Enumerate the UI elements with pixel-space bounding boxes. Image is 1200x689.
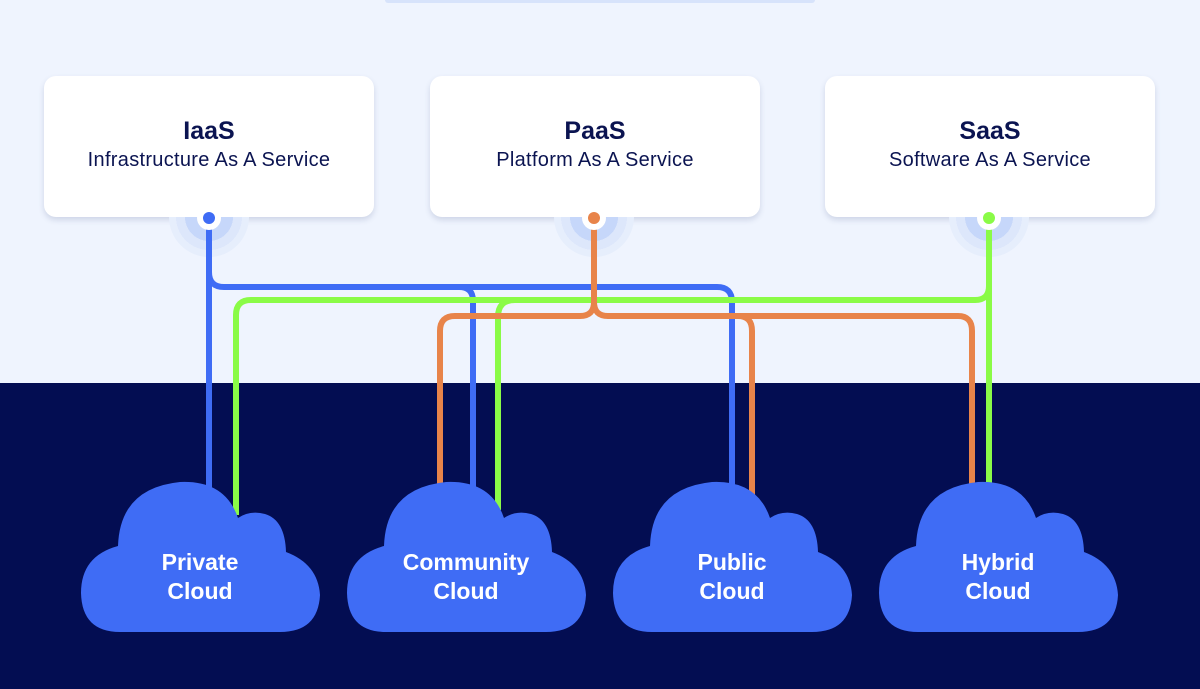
service-full-name: Software As A Service	[889, 149, 1091, 171]
cloud-label-line1: Community	[402, 549, 530, 575]
saas-line-private	[233, 285, 992, 515]
iaas-connector-node	[197, 206, 221, 230]
cloud-icon	[613, 481, 852, 632]
cloud-public: Public Cloud	[612, 478, 852, 633]
top-accent-bar	[385, 0, 815, 3]
cloud-label-line1: Hybrid	[961, 549, 1035, 575]
cloud-private: Private Cloud	[80, 478, 320, 633]
service-abbr: PaaS	[564, 117, 626, 145]
cloud-label-line1: Public	[697, 549, 767, 575]
blue-dot-icon	[203, 212, 215, 224]
paas-line-public-hybrid	[591, 301, 755, 500]
cloud-label-line2: Cloud	[433, 578, 499, 604]
service-abbr: IaaS	[183, 117, 235, 145]
cloud-label-line2: Cloud	[699, 578, 765, 604]
service-card-paas: PaaS Platform As A Service	[430, 76, 760, 217]
cloud-label-line2: Cloud	[965, 578, 1031, 604]
cloud-community: Community Cloud	[346, 478, 586, 633]
service-abbr: SaaS	[959, 117, 1021, 145]
iaas-line-community	[206, 271, 476, 495]
service-card-iaas: IaaS Infrastructure As A Service	[44, 76, 374, 217]
service-full-name: Platform As A Service	[496, 149, 694, 171]
orange-dot-icon	[588, 212, 600, 224]
cloud-label-line2: Cloud	[167, 578, 233, 604]
saas-connector-node	[977, 206, 1001, 230]
service-full-name: Infrastructure As A Service	[87, 149, 331, 171]
cloud-icon	[81, 481, 320, 632]
green-dot-icon	[983, 212, 995, 224]
paas-connector-node	[582, 206, 606, 230]
node-stems	[206, 225, 992, 260]
cloud-icon	[347, 481, 586, 632]
paas-line-community	[437, 301, 597, 490]
service-card-saas: SaaS Software As A Service	[825, 76, 1155, 217]
cloud-label-line1: Private	[161, 549, 239, 575]
cloud-hybrid: Hybrid Cloud	[878, 478, 1118, 633]
paas-line-hybrid	[738, 313, 975, 490]
cloud-icon	[879, 481, 1118, 632]
